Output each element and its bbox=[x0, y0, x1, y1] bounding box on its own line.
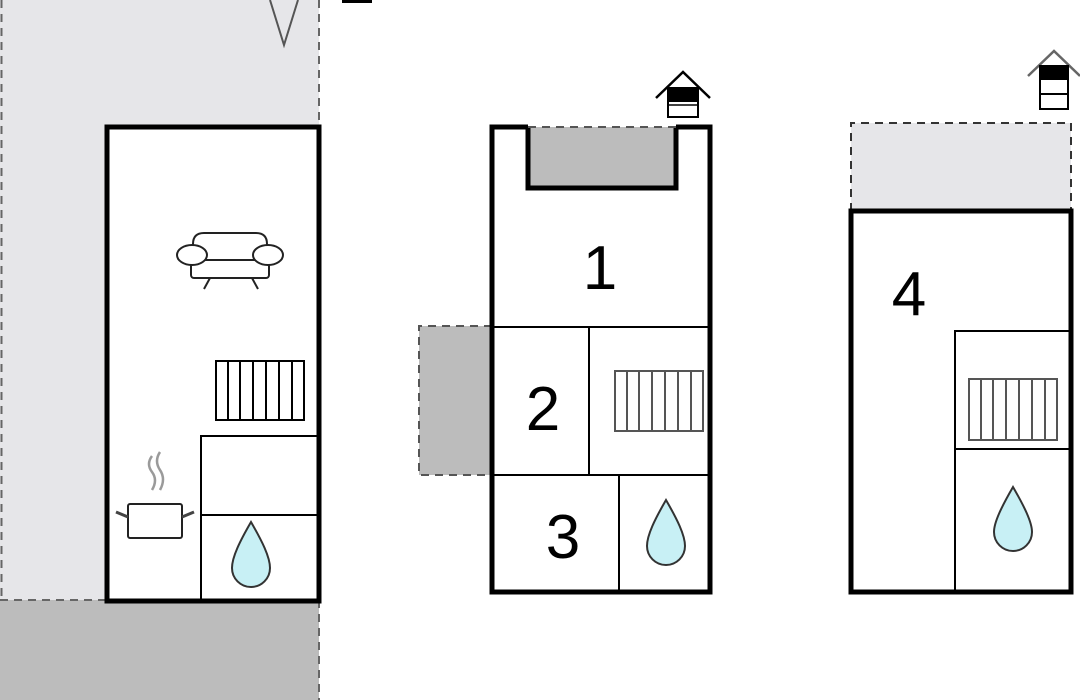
ground-floor bbox=[0, 0, 372, 700]
second-floor: 4 bbox=[848, 49, 1080, 595]
second-floor-walls bbox=[848, 208, 1074, 595]
void-walls bbox=[525, 127, 679, 191]
partition-stairs-left bbox=[954, 330, 1069, 590]
balcony-dashed-edge bbox=[418, 325, 492, 476]
void-opening bbox=[528, 127, 676, 188]
room-number-1: 1 bbox=[583, 234, 617, 303]
sofa-icon bbox=[176, 232, 284, 290]
stairs-icon bbox=[614, 370, 704, 432]
room-number-4: 4 bbox=[892, 260, 926, 329]
room-number-2: 2 bbox=[526, 375, 560, 444]
north-arrow-icon bbox=[269, 0, 299, 49]
room-number-3: 3 bbox=[546, 503, 580, 572]
stairs-icon bbox=[968, 378, 1058, 441]
balcony-area bbox=[419, 326, 492, 475]
water-drop-icon bbox=[992, 485, 1034, 552]
first-floor: 1 2 3 bbox=[418, 70, 713, 595]
floor-level-house-icon bbox=[655, 70, 711, 118]
roof-terrace-area bbox=[851, 123, 1071, 211]
roof-terrace-dashed-edge bbox=[850, 122, 1072, 211]
floor-level-house-icon bbox=[1027, 49, 1080, 110]
cooking-pot-icon bbox=[115, 451, 195, 539]
scale-mark bbox=[342, 0, 372, 3]
kitchen-partition bbox=[200, 435, 318, 600]
water-drop-icon bbox=[645, 498, 687, 566]
water-drop-icon bbox=[230, 520, 272, 588]
terrace-area-dark bbox=[0, 600, 319, 700]
stairs-icon bbox=[215, 360, 305, 421]
